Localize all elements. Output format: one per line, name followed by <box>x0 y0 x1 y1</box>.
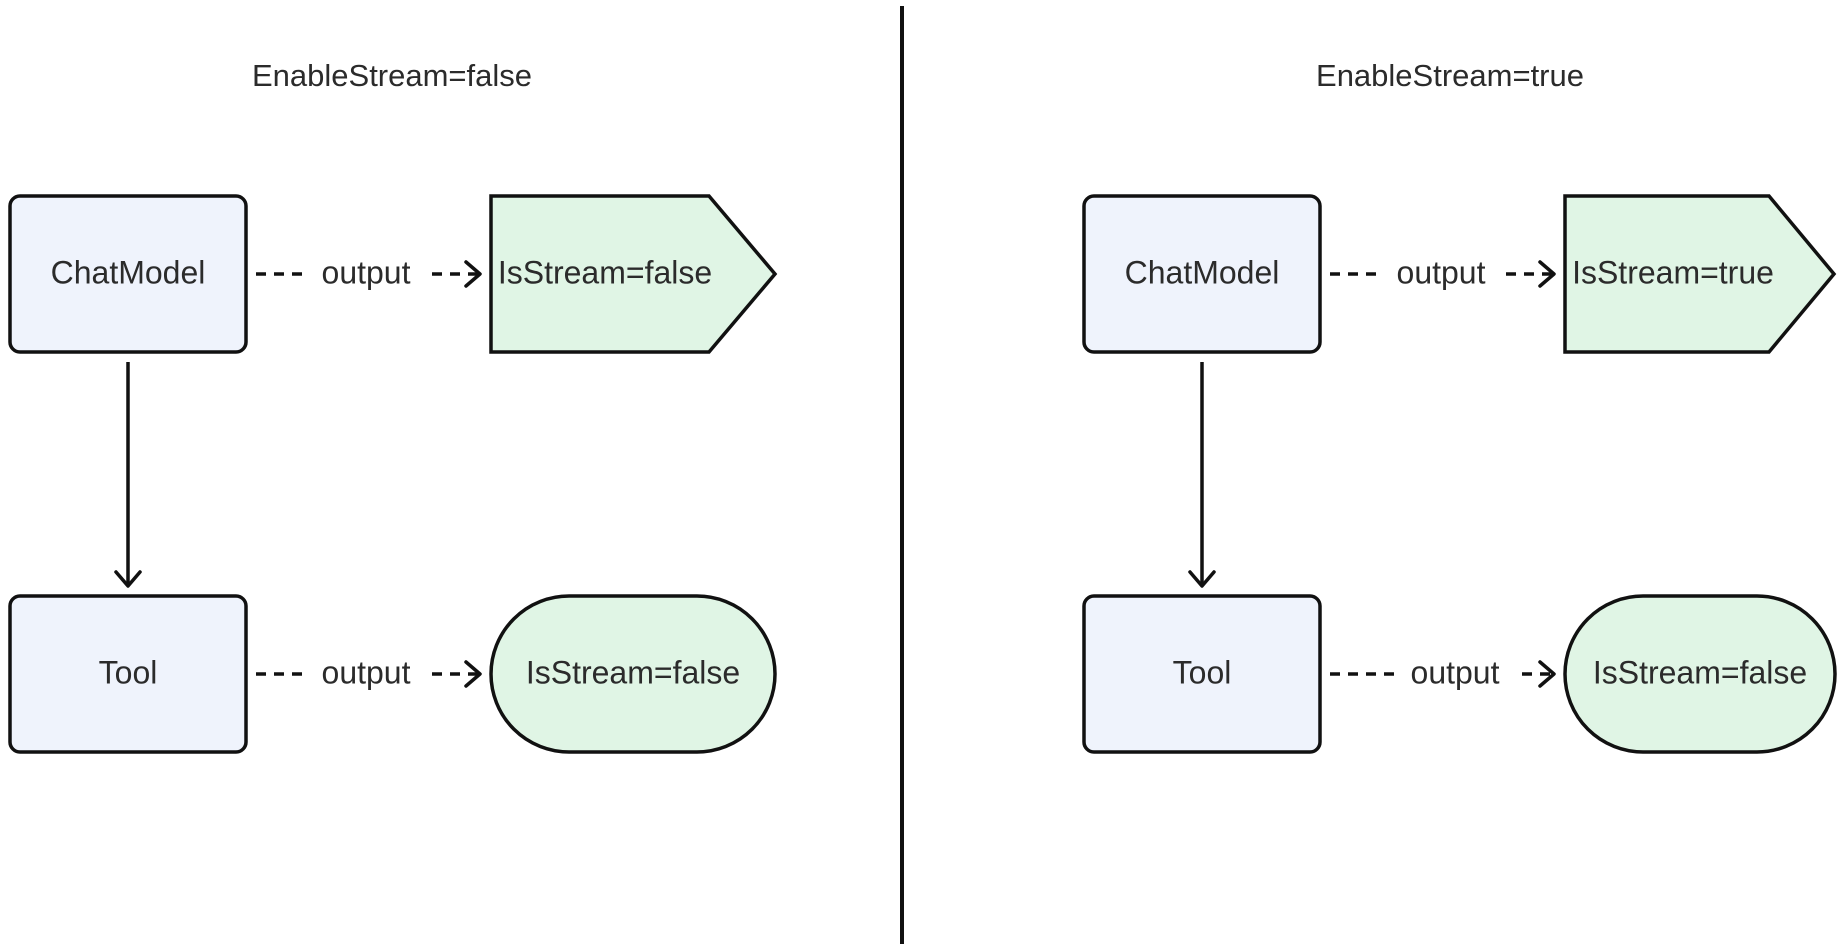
chatmodel-result-shape: IsStream=false <box>489 194 778 354</box>
tool-label: Tool <box>99 654 158 690</box>
tool-result-shape: IsStream=false <box>1563 594 1837 754</box>
tool-result-label: IsStream=false <box>526 654 740 690</box>
chatmodel-output-label: output <box>322 254 411 290</box>
chatmodel-result-shape: IsStream=true <box>1563 194 1837 354</box>
chatmodel-output-edge: output <box>256 254 482 290</box>
panel-enable-stream-true: EnableStream=true ChatModel output IsStr… <box>1082 58 1837 754</box>
panel-enable-stream-false: EnableStream=false ChatModel output IsSt… <box>8 58 778 754</box>
tool-output-edge: output <box>256 654 482 690</box>
chatmodel-to-tool-arrow <box>114 362 142 588</box>
tool-result-shape: IsStream=false <box>489 594 777 754</box>
tool-label: Tool <box>1173 654 1232 690</box>
tool-node: Tool <box>8 594 248 754</box>
tool-result-label: IsStream=false <box>1593 654 1807 690</box>
chatmodel-result-label: IsStream=false <box>498 254 712 290</box>
chatmodel-node: ChatModel <box>1082 194 1322 354</box>
chatmodel-label: ChatModel <box>51 254 206 290</box>
tool-output-label: output <box>322 654 411 690</box>
panel-title: EnableStream=false <box>252 58 532 93</box>
tool-node: Tool <box>1082 594 1322 754</box>
chatmodel-result-label: IsStream=true <box>1572 254 1774 290</box>
chatmodel-label: ChatModel <box>1125 254 1280 290</box>
panel-title: EnableStream=true <box>1316 58 1584 93</box>
chatmodel-output-edge: output <box>1330 254 1556 290</box>
chatmodel-output-label: output <box>1397 254 1486 290</box>
chatmodel-node: ChatModel <box>8 194 248 354</box>
tool-output-label: output <box>1411 654 1500 690</box>
tool-output-edge: output <box>1330 654 1556 690</box>
chatmodel-to-tool-arrow <box>1188 362 1216 588</box>
